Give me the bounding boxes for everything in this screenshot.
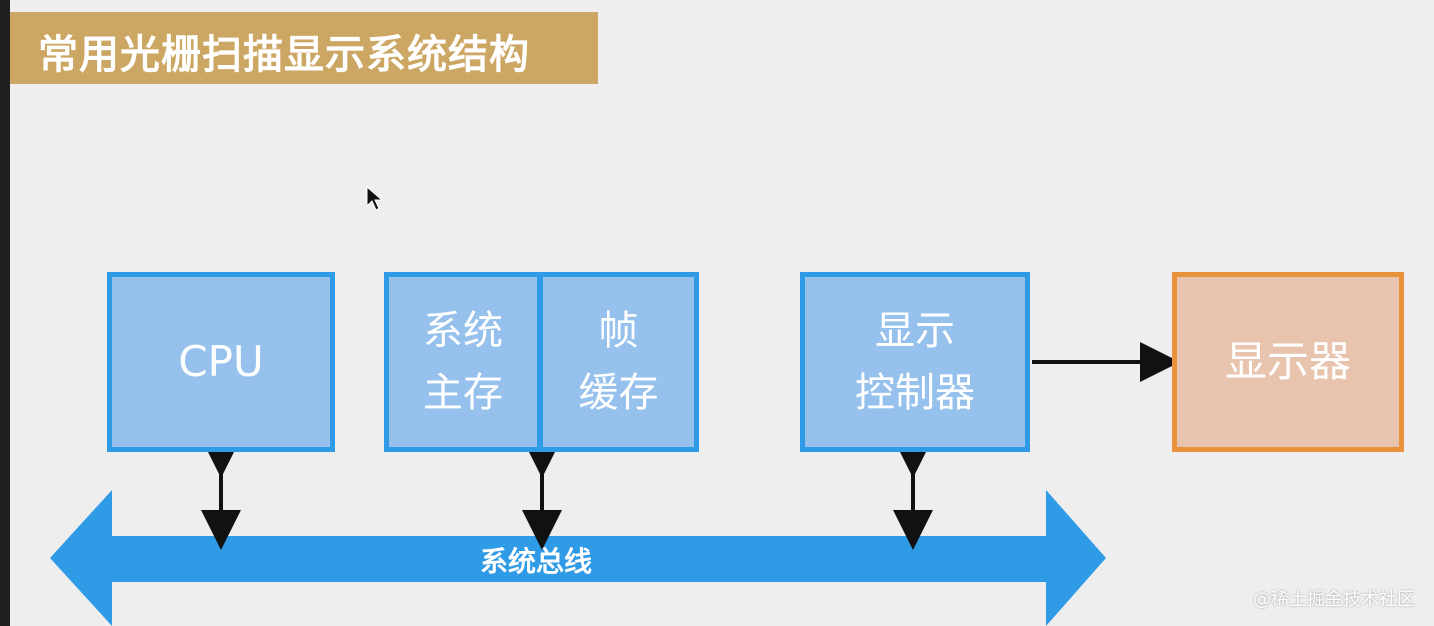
display-controller-box: 显示 控制器 <box>800 272 1030 452</box>
credit-watermark: @稀土掘金技术社区 <box>1253 589 1415 610</box>
cpu-box: CPU <box>107 272 335 452</box>
frame-buffer-label: 帧 缓存 <box>578 308 659 416</box>
system-bus-label: 系统总线 <box>480 545 593 578</box>
display-label: 显示器 <box>1224 337 1351 386</box>
system-memory-box: 系统 主存 <box>384 272 542 452</box>
display-controller-label: 显示 控制器 <box>855 308 975 416</box>
display-box: 显示器 <box>1172 272 1404 452</box>
system-memory-label: 系统 主存 <box>423 308 503 416</box>
left-edge-bar <box>0 0 10 626</box>
cpu-label: CPU <box>178 337 264 386</box>
system-bus-arrow <box>50 490 1106 626</box>
diagram-title: 常用光栅扫描显示系统结构 <box>38 32 530 78</box>
frame-buffer-box: 帧 缓存 <box>538 272 699 452</box>
mouse-pointer-icon <box>366 186 384 211</box>
title-banner <box>10 12 598 84</box>
